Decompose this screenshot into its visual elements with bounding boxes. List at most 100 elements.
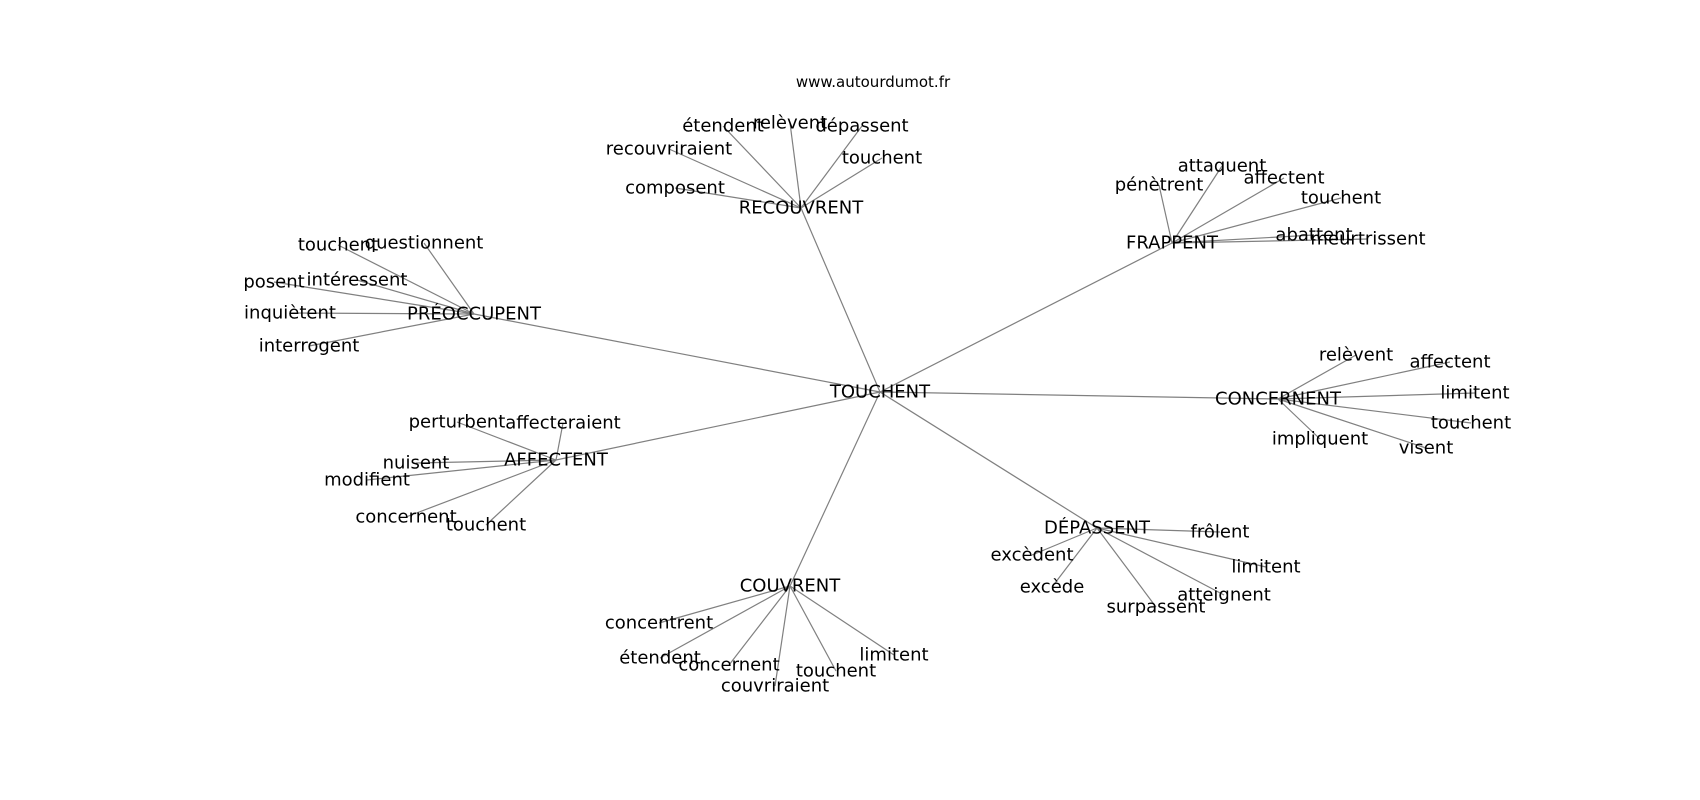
- leaf-node[interactable]: intéressent: [307, 270, 408, 291]
- edge-center-frappent: [879, 242, 1173, 393]
- leaf-node[interactable]: abattent: [1275, 225, 1352, 246]
- edge-couvrent-leaf: [789, 585, 895, 656]
- graph-edges: [273, 122, 1476, 687]
- edge-frappent-leaf: [1171, 165, 1223, 244]
- edge-preoccupent-leaf: [356, 279, 475, 315]
- edge-affectent-leaf: [366, 459, 557, 481]
- edge-frappent-leaf: [1171, 177, 1285, 244]
- leaf-node[interactable]: relèvent: [1319, 345, 1393, 366]
- edge-recouvrent-leaf: [800, 125, 863, 209]
- edge-couvrent-leaf: [774, 585, 791, 687]
- hub-node-preoccupent[interactable]: PRÉOCCUPENT: [407, 303, 542, 325]
- leaf-node[interactable]: étendent: [619, 648, 701, 669]
- leaf-node[interactable]: touchent: [1431, 413, 1511, 434]
- edge-depassent-leaf: [1096, 527, 1267, 568]
- leaf-node[interactable]: dépassent: [815, 116, 908, 137]
- edge-preoccupent-leaf: [337, 244, 475, 315]
- leaf-node[interactable]: affecteraient: [505, 413, 621, 434]
- leaf-node[interactable]: attaquent: [1178, 156, 1267, 177]
- edge-recouvrent-leaf: [674, 187, 802, 209]
- edge-frappent-leaf: [1158, 184, 1173, 244]
- leaf-node[interactable]: pénètrent: [1115, 175, 1204, 196]
- edge-depassent-leaf: [1051, 527, 1098, 588]
- leaf-node[interactable]: affectent: [1244, 168, 1325, 189]
- leaf-node[interactable]: questionnent: [365, 233, 484, 254]
- hub-node-affectent[interactable]: AFFECTENT: [504, 450, 609, 471]
- edge-couvrent-leaf: [728, 585, 791, 666]
- leaf-node[interactable]: limitent: [1231, 557, 1300, 578]
- edge-frappent-leaf: [1171, 197, 1342, 244]
- edge-center-affectent: [555, 391, 881, 461]
- edge-preoccupent-leaf: [308, 313, 475, 347]
- edge-concernent-leaf: [1277, 398, 1427, 449]
- leaf-node[interactable]: meurtrissent: [1310, 229, 1425, 250]
- leaf-node[interactable]: touchent: [298, 235, 378, 256]
- leaf-node[interactable]: touchent: [1301, 188, 1381, 209]
- edge-concernent-leaf: [1277, 392, 1476, 400]
- leaf-node[interactable]: concentrent: [605, 613, 713, 634]
- leaf-node[interactable]: inquiètent: [244, 303, 336, 324]
- leaf-node[interactable]: excède: [1020, 577, 1085, 598]
- edge-center-depassent: [879, 391, 1098, 529]
- leaf-node[interactable]: touchent: [796, 661, 876, 682]
- edge-recouvrent-leaf: [722, 125, 802, 209]
- edge-affectent-leaf: [456, 421, 557, 461]
- leaf-node[interactable]: impliquent: [1272, 429, 1368, 450]
- leaf-node[interactable]: relèvent: [753, 113, 827, 134]
- hub-node-concernent[interactable]: CONCERNENT: [1215, 389, 1342, 410]
- edge-concernent-leaf: [1277, 361, 1451, 400]
- edge-affectent-leaf: [405, 459, 557, 518]
- edge-preoccupent-leaf: [289, 312, 475, 315]
- leaf-node[interactable]: interrogent: [259, 336, 360, 357]
- hub-node-couvrent[interactable]: COUVRENT: [740, 576, 842, 597]
- edge-couvrent-leaf: [659, 585, 791, 659]
- leaf-node[interactable]: surpassent: [1107, 597, 1206, 618]
- leaf-node[interactable]: frôlent: [1191, 522, 1250, 543]
- edge-center-concernent: [879, 391, 1279, 400]
- edge-center-recouvrent: [800, 207, 881, 393]
- edge-affectent-leaf: [415, 459, 557, 464]
- leaf-node[interactable]: limitent: [1440, 383, 1509, 404]
- edge-preoccupent-leaf: [273, 281, 475, 315]
- hub-node-frappent[interactable]: FRAPPENT: [1126, 233, 1219, 254]
- edge-center-preoccupent: [473, 313, 881, 393]
- hub-node-recouvrent[interactable]: RECOUVRENT: [739, 198, 864, 219]
- edge-affectent-leaf: [485, 459, 557, 526]
- edge-concernent-leaf: [1277, 354, 1357, 400]
- leaf-node[interactable]: étendent: [682, 116, 764, 137]
- leaf-node[interactable]: recouvriraient: [606, 139, 732, 160]
- leaf-node[interactable]: modifient: [324, 470, 410, 491]
- leaf-node[interactable]: perturbent: [409, 412, 506, 433]
- leaf-node[interactable]: limitent: [859, 645, 928, 666]
- leaf-node[interactable]: concernent: [678, 655, 779, 676]
- leaf-node[interactable]: couvriraient: [721, 676, 829, 697]
- leaf-node[interactable]: affectent: [1410, 352, 1491, 373]
- edge-preoccupent-leaf: [423, 242, 475, 315]
- leaf-node[interactable]: excèdent: [990, 545, 1073, 566]
- leaf-node[interactable]: nuisent: [383, 453, 450, 474]
- leaf-node[interactable]: touchent: [446, 515, 526, 536]
- center-node[interactable]: TOUCHENT: [829, 382, 931, 403]
- edge-concernent-leaf: [1277, 398, 1472, 424]
- edge-center-couvrent: [789, 391, 881, 587]
- edge-recouvrent-leaf: [789, 122, 802, 209]
- hub-node-depassent[interactable]: DÉPASSENT: [1044, 517, 1151, 539]
- edge-depassent-leaf: [1096, 527, 1221, 533]
- edge-frappent-leaf: [1171, 238, 1369, 244]
- edge-affectent-leaf: [555, 422, 564, 461]
- edge-couvrent-leaf: [789, 585, 837, 672]
- edge-concernent-leaf: [1277, 398, 1321, 440]
- leaf-node[interactable]: touchent: [842, 148, 922, 169]
- leaf-node[interactable]: atteignent: [1177, 585, 1271, 606]
- leaf-node[interactable]: visent: [1399, 438, 1454, 459]
- leaf-node[interactable]: posent: [243, 272, 304, 293]
- site-url[interactable]: www.autourdumot.fr: [796, 73, 951, 91]
- edge-recouvrent-leaf: [800, 157, 883, 209]
- leaf-node[interactable]: composent: [625, 178, 725, 199]
- edge-frappent-leaf: [1171, 234, 1315, 244]
- leaf-node[interactable]: concernent: [355, 507, 456, 528]
- graph-labels: TOUCHENTRECOUVRENTétendentrelèventdépass…: [243, 113, 1511, 697]
- edge-couvrent-leaf: [658, 585, 791, 624]
- edge-depassent-leaf: [1096, 527, 1225, 596]
